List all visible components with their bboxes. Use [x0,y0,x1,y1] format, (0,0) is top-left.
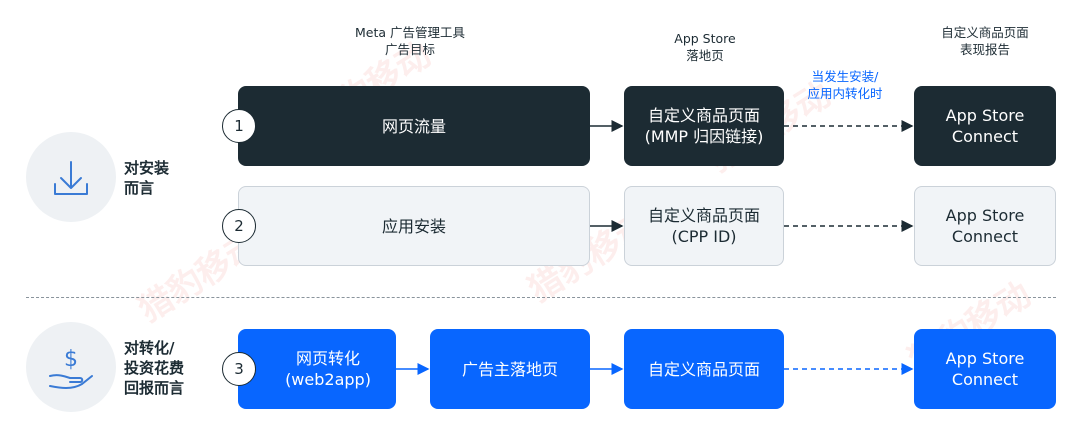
row1-report-box: App Store Connect [914,86,1056,166]
conversion-group-label: 对转化/ 投资花费 回报而言 [124,339,185,397]
install-group-label: 对安装 而言 [124,159,170,197]
row1-landing-box: 自定义商品页面 (MMP 归因链接) [624,86,784,166]
row3-landing-box: 自定义商品页面 [624,329,784,409]
row3-report-box: App Store Connect [914,329,1056,409]
row2-landing-box: 自定义商品页面 (CPP ID) [624,186,784,266]
header-ads-manager: Meta 广告管理工具 广告目标 [354,25,465,57]
row3-step-number: 3 [222,352,256,386]
row3-advertiser-page-box: 广告主落地页 [430,329,590,409]
row1-objective-box: 网页流量 [238,86,590,166]
trigger-label: 当发生安装/ 应用内转化时 [807,69,883,101]
header-cpp-report: 自定义商品页面 表现报告 [941,25,1029,57]
row2-step-number: 2 [222,209,256,243]
svg-text:$: $ [64,347,78,372]
install-group-icon-bg [26,132,116,222]
conversion-group-icon-bg: $ [26,322,116,412]
row2-objective-box: 应用安装 [238,186,590,266]
row2-report-box: App Store Connect [914,186,1056,266]
download-icon [54,161,88,195]
row3-objective-box: 网页转化 (web2app) [238,329,396,409]
dollar-hand-icon: $ [49,347,93,389]
section-divider [26,297,1056,298]
header-app-store: App Store 落地页 [674,31,736,63]
row1-step-number: 1 [222,109,256,143]
